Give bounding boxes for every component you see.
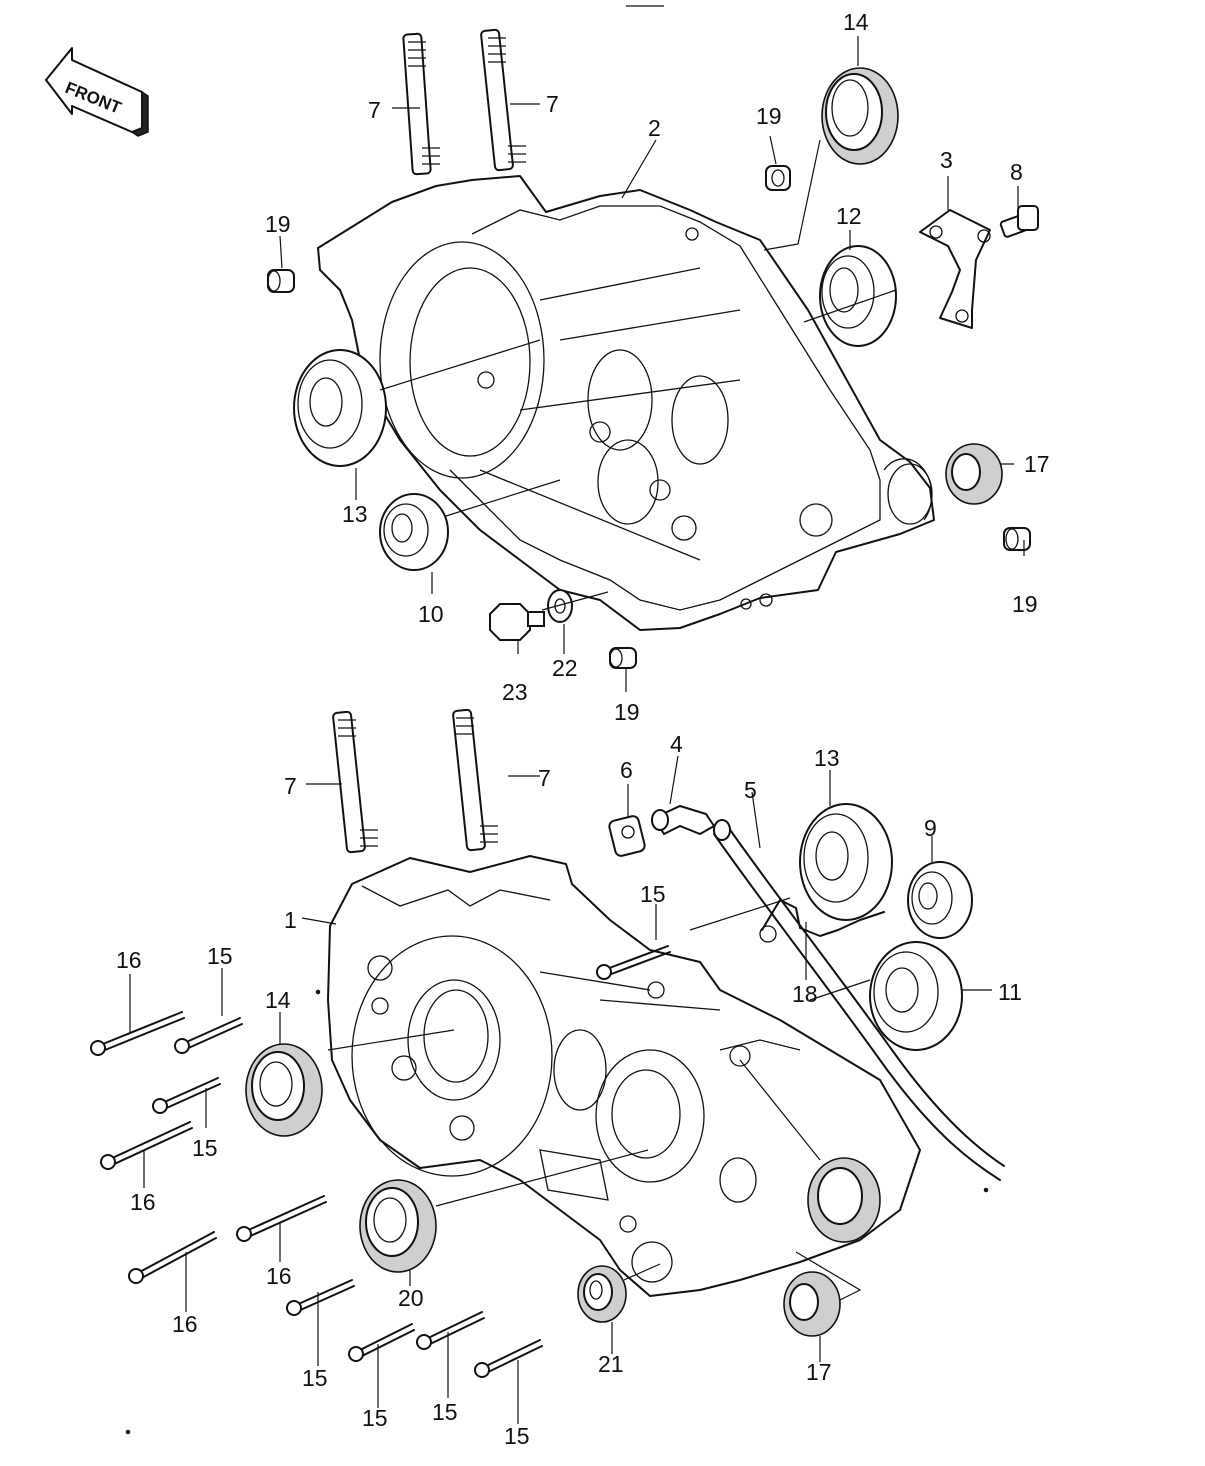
bearing-upper-left — [293, 349, 387, 467]
drain-plug-washer — [547, 589, 573, 623]
oil-seal-right — [945, 443, 1003, 505]
callout-21: 21 — [598, 1351, 624, 1377]
oil-seal-lower-center — [359, 1179, 437, 1273]
screw-small — [999, 205, 1039, 238]
dowel-pin-upper-center — [765, 165, 791, 191]
front-arrow-badge: FRONT — [45, 47, 149, 137]
callout-16: 16 — [266, 1263, 292, 1289]
bolt-15c — [596, 945, 671, 980]
callout-15: 15 — [432, 1399, 458, 1425]
callout-19: 19 — [1012, 591, 1038, 617]
breather-hose — [713, 819, 1005, 1181]
stray-mark — [315, 989, 321, 995]
callout-11: 11 — [998, 979, 1022, 1005]
hose-fitting-banjo — [608, 815, 646, 857]
callout-15: 15 — [362, 1405, 388, 1431]
callout-2: 2 — [648, 115, 661, 141]
bolts-lower — [90, 945, 671, 1378]
bearing-upper-right — [819, 245, 897, 347]
leader-lines-lower — [129, 755, 992, 1424]
callout-19: 19 — [614, 699, 640, 725]
retaining-plate — [919, 209, 991, 329]
stray-mark — [125, 1429, 131, 1435]
stud-bolt-lower-left — [332, 710, 378, 854]
bolt-15e — [348, 1323, 415, 1362]
crankcase-left-half — [327, 855, 921, 1297]
oil-seal-small — [577, 1265, 627, 1323]
bearing-lower-upper-right — [799, 803, 893, 921]
oil-seal-lower-loose — [783, 1271, 841, 1337]
bolt-15b — [152, 1077, 221, 1114]
bolt-15f — [416, 1311, 485, 1350]
callout-22: 22 — [552, 655, 578, 681]
callout-16: 16 — [130, 1189, 156, 1215]
bearing-large-right — [869, 941, 963, 1051]
bolt-long-16a — [90, 1011, 185, 1056]
hose-clamp-bracket — [759, 899, 885, 943]
callout-7: 7 — [368, 97, 381, 123]
drain-plug-bolt — [489, 603, 545, 641]
callout-10: 10 — [418, 601, 444, 627]
bolt-long-16d — [128, 1231, 217, 1284]
dowel-pin-lower-center — [609, 647, 637, 669]
oil-seal-upper — [821, 67, 899, 165]
hose-elbow-fitting — [651, 804, 716, 836]
dowel-pin-upper-left — [267, 269, 295, 293]
callout-13: 13 — [342, 501, 368, 527]
callout-6: 6 — [620, 757, 633, 783]
callout-1: 1 — [284, 907, 297, 933]
callout-17: 17 — [806, 1359, 832, 1385]
callout-9: 9 — [924, 815, 937, 841]
callout-13: 13 — [814, 745, 840, 771]
bolt-15g — [474, 1339, 543, 1378]
callout-15: 15 — [207, 943, 233, 969]
callout-16: 16 — [172, 1311, 198, 1337]
callout-20: 20 — [398, 1285, 424, 1311]
callout-16: 16 — [116, 947, 142, 973]
callout-14: 14 — [843, 9, 869, 35]
leader-lines-upper — [279, 36, 1025, 692]
oil-seal-lower-left — [245, 1043, 323, 1137]
callout-23: 23 — [502, 679, 528, 705]
stud-bolt-lower-right — [452, 708, 498, 852]
stud-bolt-upper-right — [480, 28, 526, 172]
bolt-15a — [174, 1017, 243, 1054]
callout-labels: 7 7 2 14 19 3 8 19 12 13 17 10 19 23 22 … — [116, 9, 1050, 1449]
stud-bolt-upper-left — [402, 32, 440, 176]
callout-15: 15 — [192, 1135, 218, 1161]
callout-15: 15 — [302, 1365, 328, 1391]
callout-19: 19 — [265, 211, 291, 237]
callout-12: 12 — [836, 203, 862, 229]
callout-4: 4 — [670, 731, 683, 757]
callout-3: 3 — [940, 147, 953, 173]
callout-8: 8 — [1010, 159, 1023, 185]
callout-7: 7 — [546, 91, 559, 117]
oil-seal-lower-on-case — [807, 1157, 881, 1243]
bolt-long-16c — [236, 1195, 327, 1242]
callout-7: 7 — [538, 765, 551, 791]
stray-mark — [983, 1187, 989, 1193]
crankcase-right-half — [317, 175, 935, 631]
callout-15: 15 — [640, 881, 666, 907]
callout-15: 15 — [504, 1423, 530, 1449]
callout-17: 17 — [1024, 451, 1050, 477]
bolt-long-16b — [100, 1121, 193, 1170]
callout-19: 19 — [756, 103, 782, 129]
dowel-pin-right — [1003, 527, 1031, 551]
callout-18: 18 — [792, 981, 818, 1007]
bolt-15d — [286, 1279, 355, 1316]
callout-14: 14 — [265, 987, 291, 1013]
bearing-lower-left — [379, 493, 449, 571]
bearing-small-right — [907, 861, 973, 939]
callout-7: 7 — [284, 773, 297, 799]
callout-5: 5 — [744, 777, 757, 803]
